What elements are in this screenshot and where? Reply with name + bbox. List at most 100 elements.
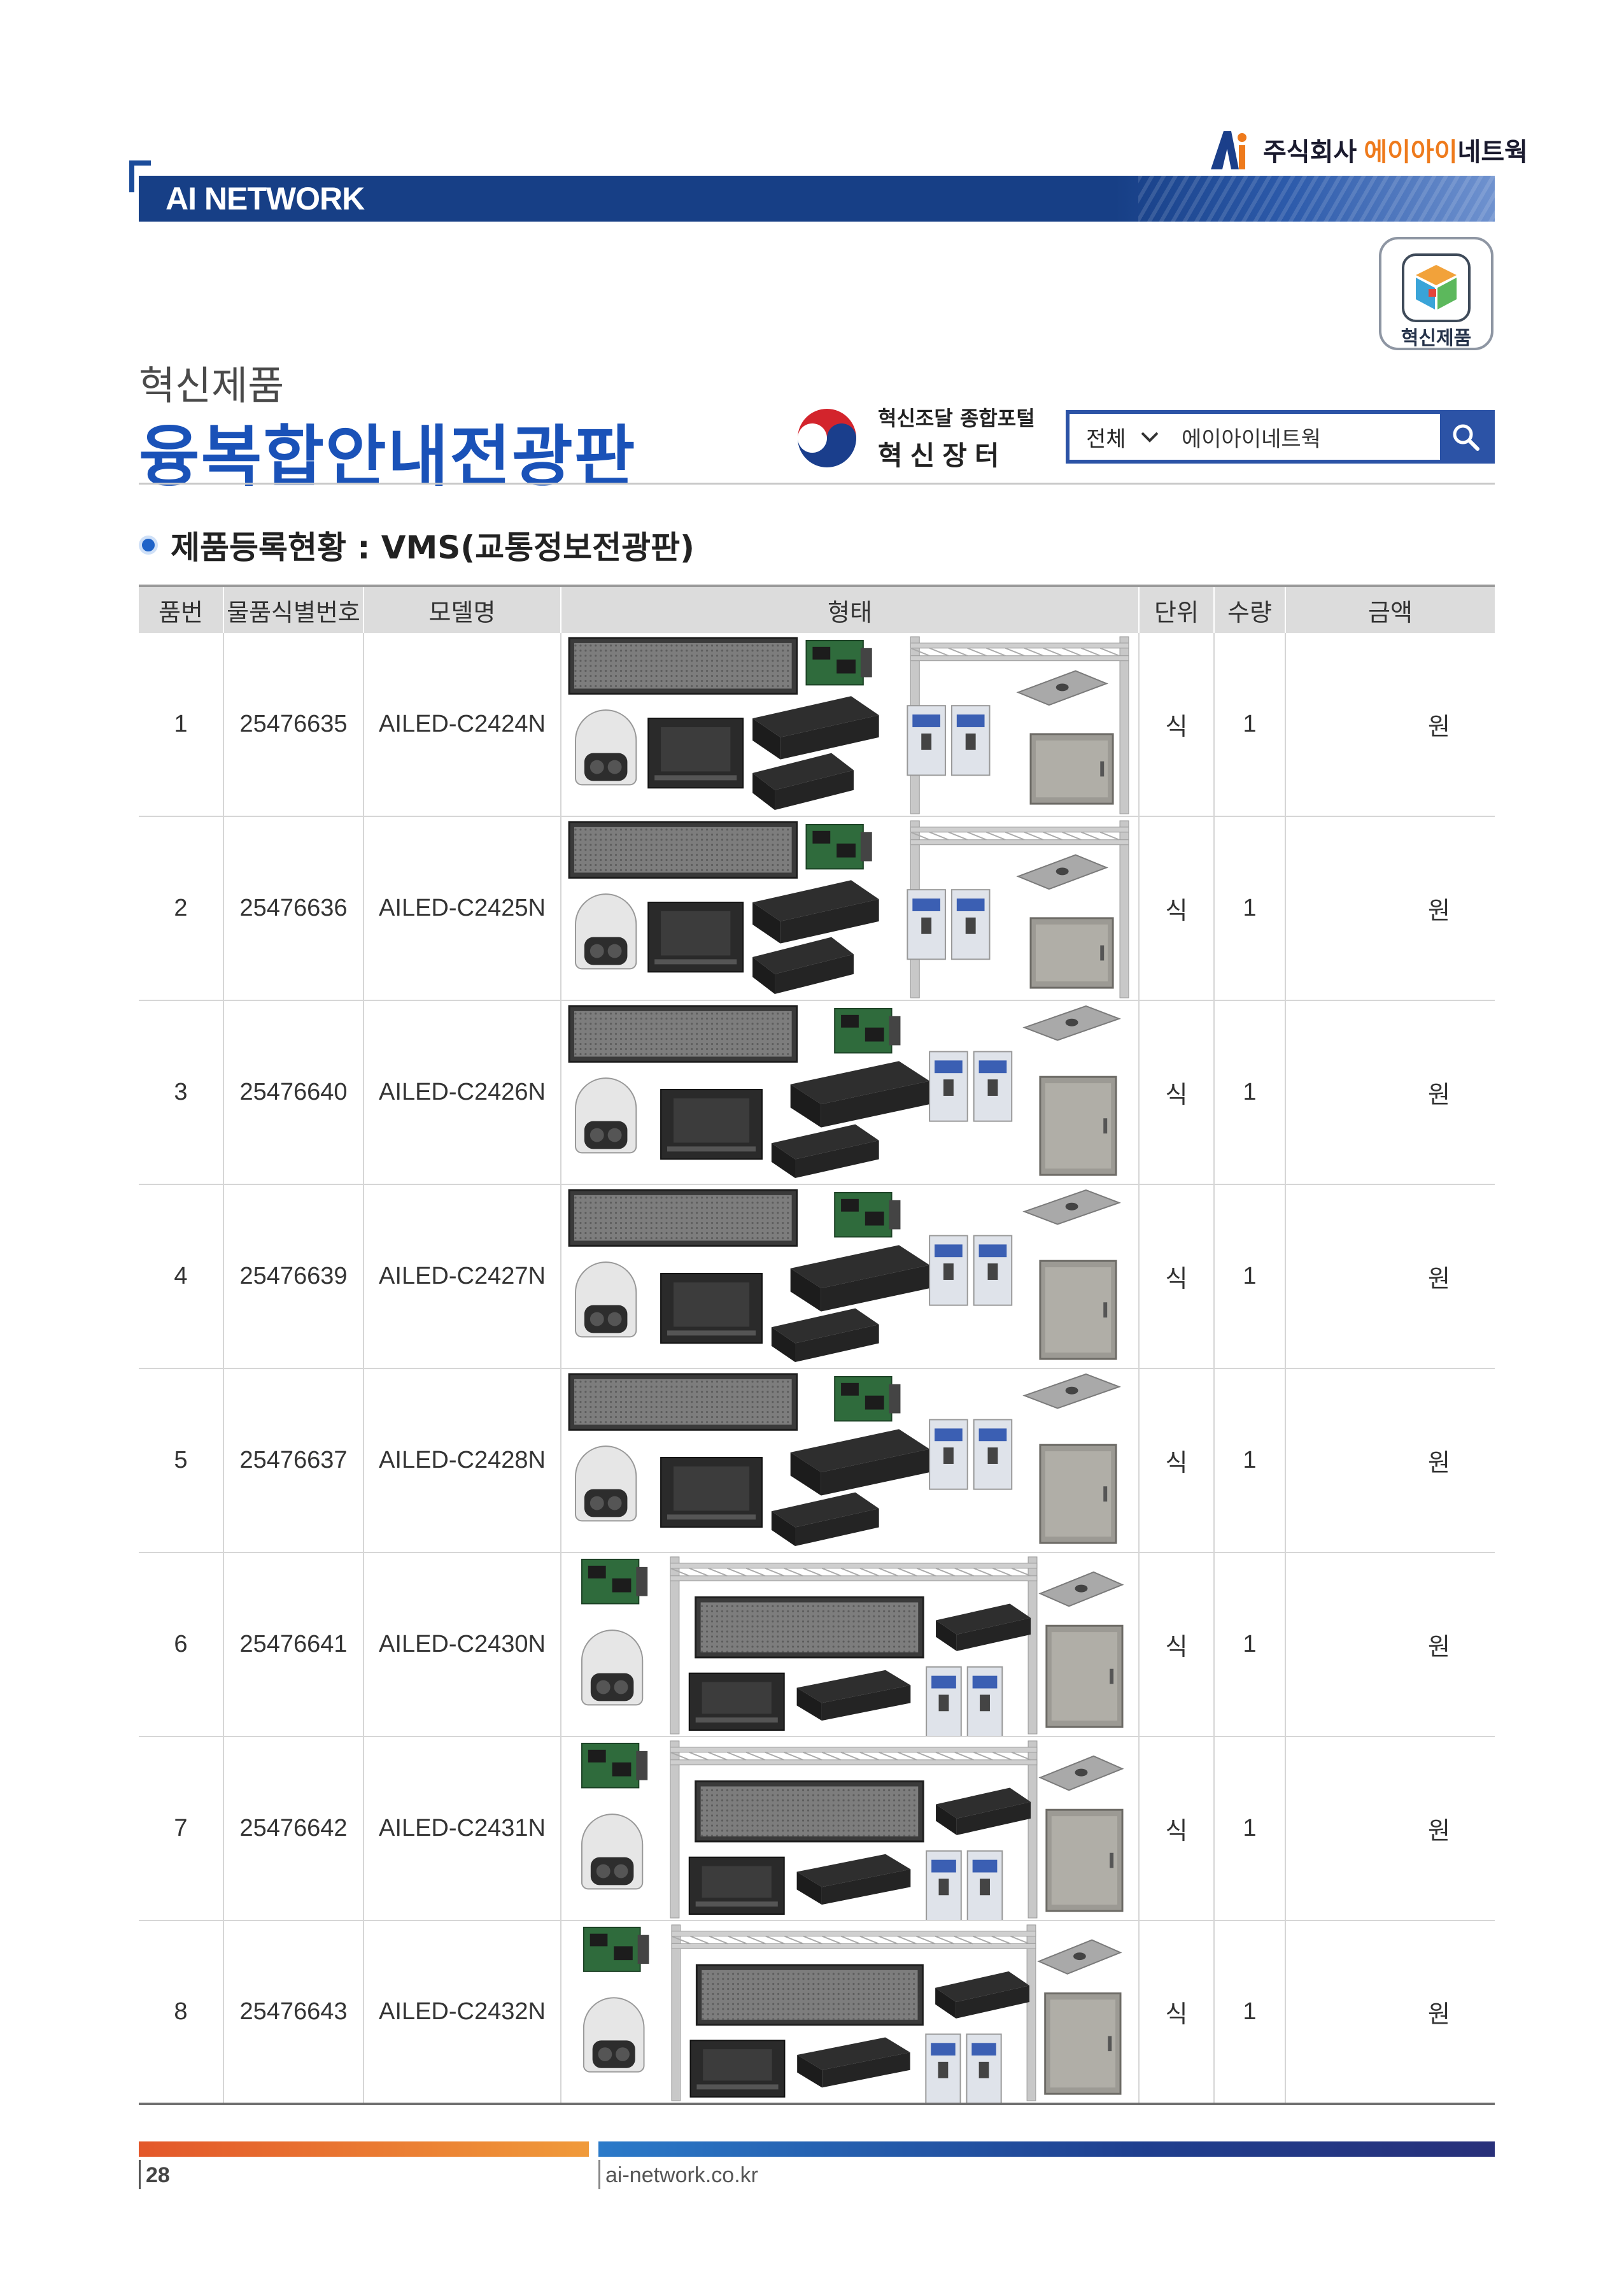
header-item-id: 물품식별번호 [224,587,364,633]
cell-no: 5 [139,1369,224,1552]
bullet-dot-icon [139,536,158,555]
company-brand-highlight: 에이아이 [1364,138,1458,166]
cell-product-image [561,1737,1140,1920]
product-equipment-image [568,820,1129,998]
cell-no: 6 [139,1553,224,1736]
header-qty: 수량 [1215,587,1286,633]
cell-no: 7 [139,1737,224,1920]
cell-product-image [561,1369,1140,1552]
section-heading: 제품등록현황 : VMS(교통정보전광판) [139,522,695,568]
innovation-badge-label: 혁신제품 [1401,327,1472,350]
innovation-badge: 혁신제품 [1379,237,1493,350]
company-prefix: 주식회사 [1263,138,1357,166]
search-button[interactable] [1440,414,1491,460]
search-category-select[interactable]: 전체 [1086,426,1126,452]
header-bar: AI NETWORK [139,176,1495,222]
cell-model: AILED-C2424N [364,633,561,816]
innovation-cube-icon [1402,253,1471,322]
header-bar-title: AI NETWORK [166,181,365,217]
cell-product-image [561,817,1140,1000]
cell-model: AILED-C2426N [364,1001,561,1184]
cell-qty: 1 [1215,1737,1286,1920]
cell-unit: 식 [1140,1921,1215,2103]
cell-amount: 원 [1428,1634,1450,1661]
cell-amount: 원 [1428,898,1450,925]
cell-unit: 식 [1140,1369,1215,1552]
cell-model: AILED-C2427N [364,1185,561,1368]
corner-mark [129,160,151,192]
cell-product-image [561,633,1140,816]
cell-unit: 식 [1140,1737,1215,1920]
page-number: 28 [139,2160,170,2189]
search-icon [1453,424,1479,451]
cell-unit: 식 [1140,1553,1215,1736]
cell-product-image [561,1001,1140,1184]
product-equipment-image [568,636,1129,814]
search-input[interactable]: 에이아이네트웍 [1182,426,1321,452]
footer-bar-blue [598,2141,1495,2157]
cell-model: AILED-C2425N [364,817,561,1000]
header-divider [139,483,1495,485]
portal-line1: 혁신조달 종합포털 [878,406,1035,430]
company-suffix: 네트웍 [1457,138,1528,166]
cell-model: AILED-C2430N [364,1553,561,1736]
cell-item-id: 25476640 [224,1001,364,1184]
product-equipment-image [583,1924,1122,2103]
cell-no: 3 [139,1001,224,1184]
cell-item-id: 25476639 [224,1185,364,1368]
cell-model: AILED-C2431N [364,1737,561,1920]
company-name: 주식회사 에이아이네트웍 [1263,131,1528,168]
footer-url[interactable]: ai-network.co.kr [598,2160,758,2189]
product-equipment-image [581,1556,1124,1736]
cell-amount: 원 [1428,1818,1450,1845]
header-amount: 금액 [1368,598,1413,627]
product-equipment-image [568,1189,1121,1363]
cell-amount: 원 [1428,714,1450,741]
cell-item-id: 25476643 [224,1921,364,2103]
header-form: 형태 [561,587,1140,633]
cell-amount: 원 [1428,1450,1450,1477]
cell-unit: 식 [1140,1001,1215,1184]
chevron-down-icon[interactable] [1137,424,1162,450]
cell-item-id: 25476641 [224,1553,364,1736]
cell-amount: 원 [1428,1266,1450,1293]
cell-no: 8 [139,1921,224,2103]
portal-line2: 혁신장터 [878,440,1007,471]
cell-item-id: 25476636 [224,817,364,1000]
cell-amount: 원 [1428,1082,1450,1109]
cell-item-id: 25476635 [224,633,364,816]
page-title: 융복합안내전광판 [139,418,637,495]
cell-product-image [561,1921,1140,2103]
table-header: 품번 물품식별번호 모델명 형태 단위 수량 금액 [139,585,1495,633]
cell-qty: 1 [1215,1369,1286,1552]
header-no: 품번 [139,587,224,633]
cell-model: AILED-C2428N [364,1369,561,1552]
section-label: 제품등록현황 : VMS(교통정보전광판) [171,529,695,566]
cell-no: 4 [139,1185,224,1368]
cell-qty: 1 [1215,1553,1286,1736]
cell-no: 1 [139,633,224,816]
product-equipment-image [581,1740,1124,1920]
header-unit: 단위 [1140,587,1215,633]
cell-product-image [561,1553,1140,1736]
cell-unit: 식 [1140,817,1215,1000]
taegeuk-emblem-icon [795,406,859,470]
cell-qty: 1 [1215,1185,1286,1368]
footer-bar-orange [139,2141,589,2157]
cell-product-image [561,1185,1140,1368]
cell-qty: 1 [1215,633,1286,816]
cell-model: AILED-C2432N [364,1921,561,2103]
innovation-portal-logo[interactable]: 혁신조달 종합포털 혁신장터 [793,402,1035,473]
company-brand: 주식회사 에이아이네트웍 [1210,125,1528,174]
cell-item-id: 25476637 [224,1369,364,1552]
product-equipment-image [568,1005,1121,1179]
